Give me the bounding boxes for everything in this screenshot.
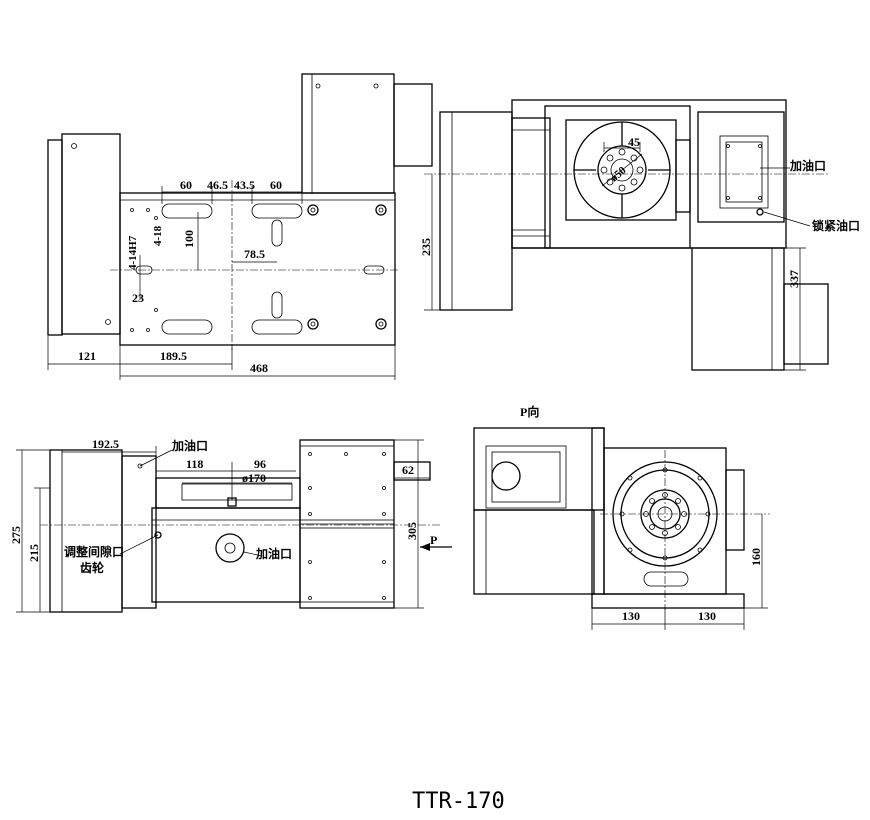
- dim-23: 23: [132, 291, 144, 305]
- dim-468: 468: [250, 361, 268, 375]
- dim-78-5: 78.5: [244, 247, 265, 261]
- dim-60-right: 60: [270, 178, 282, 192]
- dim-96: 96: [254, 457, 266, 471]
- label-oil-fill-front-top: 加油口: [171, 438, 208, 453]
- p-view-title: P向: [520, 404, 539, 419]
- label-adjust-gap: 调整间隙口: [64, 544, 124, 559]
- dim-45: 45: [628, 135, 640, 149]
- front-view: 192.5 118 96 ø170 62 275 215 305 加油口 加油口…: [9, 437, 452, 613]
- dim-46-5: 46.5: [207, 178, 228, 192]
- dim-160: 160: [749, 548, 763, 566]
- drawing-title: TTR-170: [412, 789, 505, 814]
- label-oil-fill-front-mid: 加油口: [255, 546, 292, 561]
- dim-60-left: 60: [180, 178, 192, 192]
- dim-235: 235: [419, 238, 433, 256]
- dim-118: 118: [186, 457, 203, 471]
- dim-d170: ø170: [242, 471, 266, 485]
- dim-215: 215: [27, 544, 41, 562]
- p-view: P向 160 130 13: [473, 404, 770, 630]
- top-right-view: 45 ø50 235 337 加油口 锁紧油口: [419, 99, 860, 371]
- top-view: 60 46.5 43.5 60 100 4-18 4-14H7 78.5 23 …: [47, 73, 433, 380]
- label-p-arrow: P: [430, 533, 437, 547]
- dim-189-5: 189.5: [160, 349, 187, 363]
- dim-130-right: 130: [698, 609, 716, 623]
- dim-192-5: 192.5: [92, 437, 119, 451]
- dim-4-14h7: 4-14H7: [127, 235, 139, 270]
- label-gear: 齿轮: [80, 560, 105, 575]
- dim-4-18: 4-18: [152, 225, 164, 246]
- dim-62: 62: [402, 463, 414, 477]
- dim-305: 305: [405, 522, 419, 540]
- dim-337: 337: [787, 270, 801, 288]
- dim-275: 275: [9, 526, 23, 544]
- dim-100: 100: [182, 230, 196, 248]
- dim-43-5: 43.5: [234, 178, 255, 192]
- dim-130-left: 130: [622, 609, 640, 623]
- label-oil-fill-top-right: 加油口: [789, 158, 826, 173]
- dim-121: 121: [78, 349, 96, 363]
- label-lock-oil: 锁紧油口: [812, 218, 860, 233]
